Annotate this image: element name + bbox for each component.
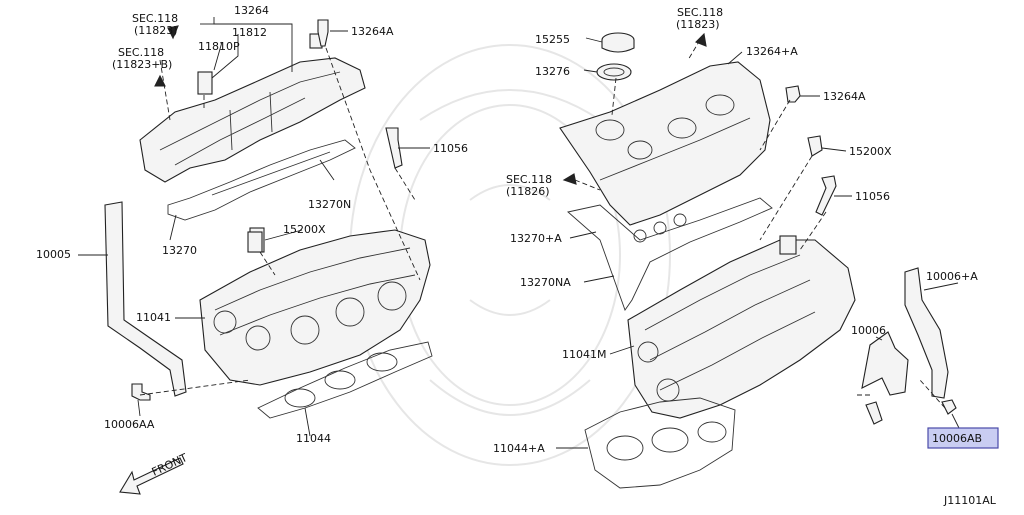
cylinder-head-left[interactable] xyxy=(199,227,431,386)
oil-filler-cap[interactable] xyxy=(601,32,635,53)
label-front: FRONT xyxy=(150,451,190,479)
bolt-11056-left[interactable] xyxy=(385,127,403,169)
oil-cap-seal[interactable] xyxy=(596,63,632,81)
label-13270n[interactable]: 13270N xyxy=(308,198,351,211)
label-sec118-11823-left-b[interactable]: (11823) xyxy=(134,24,178,37)
label-sec118-11823-right-a[interactable]: SEC.118 xyxy=(677,6,723,19)
sec-arrow-icon xyxy=(154,25,707,185)
bracket-10005[interactable] xyxy=(104,201,187,397)
bolt-11056-right[interactable] xyxy=(815,175,837,216)
rocker-cover-right[interactable] xyxy=(559,61,771,226)
seal-15200x-right[interactable] xyxy=(807,135,823,157)
label-sec118-11823-left-a[interactable]: SEC.118 xyxy=(132,12,178,25)
label-15255[interactable]: 15255 xyxy=(535,33,570,46)
front-arrow-icon xyxy=(119,457,184,495)
rocker-cover-gasket-left[interactable] xyxy=(167,139,356,221)
label-sec118-11823b-a[interactable]: SEC.118 xyxy=(118,46,164,59)
label-11044[interactable]: 11044 xyxy=(296,432,331,445)
label-13270plusa[interactable]: 13270+A xyxy=(510,232,562,245)
label-sec118-11826-a[interactable]: SEC.118 xyxy=(506,173,552,186)
label-11056-right[interactable]: 11056 xyxy=(855,190,890,203)
rocker-cover-gasket-right[interactable] xyxy=(567,197,773,311)
label-15200x-left[interactable]: 15200X xyxy=(283,223,326,236)
label-sec118-11826-b[interactable]: (11826) xyxy=(506,185,550,198)
label-sec118-11823b-b[interactable]: (11823+B) xyxy=(112,58,172,71)
seal-15200x-left[interactable] xyxy=(247,231,263,253)
bolt-13264a-right[interactable] xyxy=(785,85,801,103)
head-gasket-right[interactable] xyxy=(584,397,736,489)
label-13264a-right[interactable]: 13264A xyxy=(823,90,866,103)
label-13276[interactable]: 13276 xyxy=(535,65,570,78)
label-11812[interactable]: 11812 xyxy=(232,26,267,39)
label-13264[interactable]: 13264 xyxy=(234,4,269,17)
label-13270na[interactable]: 13270NA xyxy=(520,276,571,289)
label-10006[interactable]: 10006 xyxy=(851,324,886,337)
diagram-id: J11101AL xyxy=(943,494,997,507)
bolt-10006ab[interactable] xyxy=(941,399,957,415)
bolt-10006aa[interactable] xyxy=(131,383,151,401)
label-11041[interactable]: 11041 xyxy=(136,311,171,324)
label-13264plusa[interactable]: 13264+A xyxy=(746,45,798,58)
label-11041m[interactable]: 11041M xyxy=(562,348,606,361)
bolt-10006-lower[interactable] xyxy=(865,401,883,425)
label-10006plusa[interactable]: 10006+A xyxy=(926,270,978,283)
cylinder-head-right[interactable] xyxy=(627,235,856,419)
label-10006ab[interactable]: 10006AB xyxy=(932,432,982,445)
label-sec118-11823-right-b[interactable]: (11823) xyxy=(676,18,720,31)
label-15200x-right[interactable]: 15200X xyxy=(849,145,892,158)
highlighted-part-box xyxy=(927,427,999,449)
label-10005[interactable]: 10005 xyxy=(36,248,71,261)
bolt-13264a-left[interactable] xyxy=(317,19,329,47)
callout-labels: SEC.118 (11823) SEC.118 (11823+B) 13264 … xyxy=(36,4,999,507)
bracket-10006[interactable] xyxy=(861,331,909,396)
label-11044plusa[interactable]: 11044+A xyxy=(493,442,545,455)
label-11810p[interactable]: 11810P xyxy=(198,40,240,53)
label-11056-left[interactable]: 11056 xyxy=(433,142,468,155)
head-gasket-left[interactable] xyxy=(257,341,433,419)
label-13270[interactable]: 13270 xyxy=(162,244,197,257)
label-13264a-left[interactable]: 13264A xyxy=(351,25,394,38)
label-10006aa[interactable]: 10006AA xyxy=(104,418,155,431)
bracket-10006-plus-a[interactable] xyxy=(904,267,949,399)
